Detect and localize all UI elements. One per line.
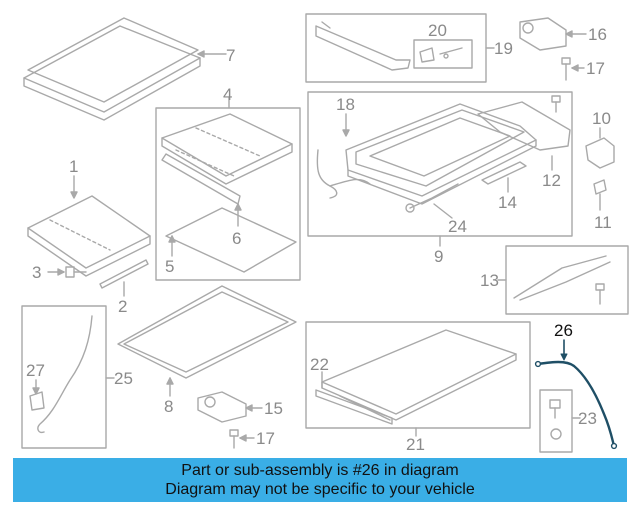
group-box-4: [155, 107, 301, 281]
callout-11: 11: [594, 213, 612, 232]
banner-line-2: Diagram may not be specific to your vehi…: [165, 481, 475, 498]
part-19-deflector-frame: [315, 21, 411, 71]
part-11-screw: [593, 179, 607, 211]
part-10-clip: [585, 127, 615, 169]
group-box-20: [413, 39, 473, 69]
part-4-panel: [161, 113, 293, 185]
part-23-fasteners: [549, 399, 562, 440]
part-5-seal: [165, 207, 297, 273]
part-24-cable: [405, 183, 459, 219]
callout-16: 16: [588, 25, 607, 44]
part-17-screw-bottom: [229, 429, 255, 449]
part-16-motor: [519, 17, 587, 51]
part-26-drain-hose-highlighted: [536, 339, 616, 448]
callout-21: 21: [406, 435, 425, 454]
part-8-weatherstrip: [117, 285, 297, 397]
part-25-drain-tube: [37, 315, 93, 434]
callout-22: 22: [310, 355, 329, 374]
callout-6: 6: [232, 229, 241, 248]
part-27-clip: [29, 379, 45, 411]
part-1-glass-assembly: [27, 175, 151, 277]
callout-10: 10: [592, 109, 611, 128]
callout-2: 2: [118, 297, 127, 316]
group-box-23: [539, 389, 573, 453]
callout-9: 9: [434, 247, 443, 266]
callout-5: 5: [165, 257, 174, 276]
callout-20: 20: [428, 21, 447, 40]
callout-1: 1: [69, 157, 78, 176]
part-3-bolt: [47, 266, 87, 278]
callout-15: 15: [264, 399, 283, 418]
part-6-wind-deflector: [161, 153, 242, 227]
part-18-drain-hose: [316, 113, 371, 199]
part-12-bracket: [477, 95, 571, 171]
callout-13: 13: [480, 271, 499, 290]
group-box-13: [505, 245, 629, 315]
part-14-guide: [481, 161, 527, 193]
callout-8: 8: [164, 397, 173, 416]
part-13-cable-set: [513, 255, 611, 305]
info-banner: Part or sub-assembly is #26 in diagram D…: [13, 458, 627, 502]
callout-18: 18: [336, 95, 355, 114]
callout-7: 7: [226, 46, 235, 65]
banner-line-1: Part or sub-assembly is #26 in diagram: [181, 462, 459, 479]
part-7-glass-panel: [23, 17, 227, 121]
group-box-21: [305, 321, 531, 429]
callout-25: 25: [114, 369, 133, 388]
callout-19: 19: [494, 39, 513, 58]
callout-17-bottom: 17: [256, 429, 275, 448]
callout-17-top: 17: [586, 59, 605, 78]
callout-3: 3: [32, 263, 41, 282]
group-box-25: [21, 305, 107, 449]
part-15-motor: [197, 391, 263, 423]
part-21-sunshade: [321, 329, 517, 421]
callout-24: 24: [448, 217, 467, 236]
callout-12: 12: [542, 171, 561, 190]
callout-14: 14: [498, 193, 517, 212]
part-20-clips: [419, 47, 463, 63]
callout-23: 23: [578, 409, 597, 428]
group-box-19: [305, 13, 487, 83]
callout-27: 27: [26, 361, 45, 380]
part-17-screw-top: [561, 57, 585, 81]
part-2-strip: [99, 259, 149, 297]
callout-26: 26: [554, 321, 573, 340]
part-22-strip: [315, 371, 393, 425]
callout-4: 4: [223, 85, 232, 104]
